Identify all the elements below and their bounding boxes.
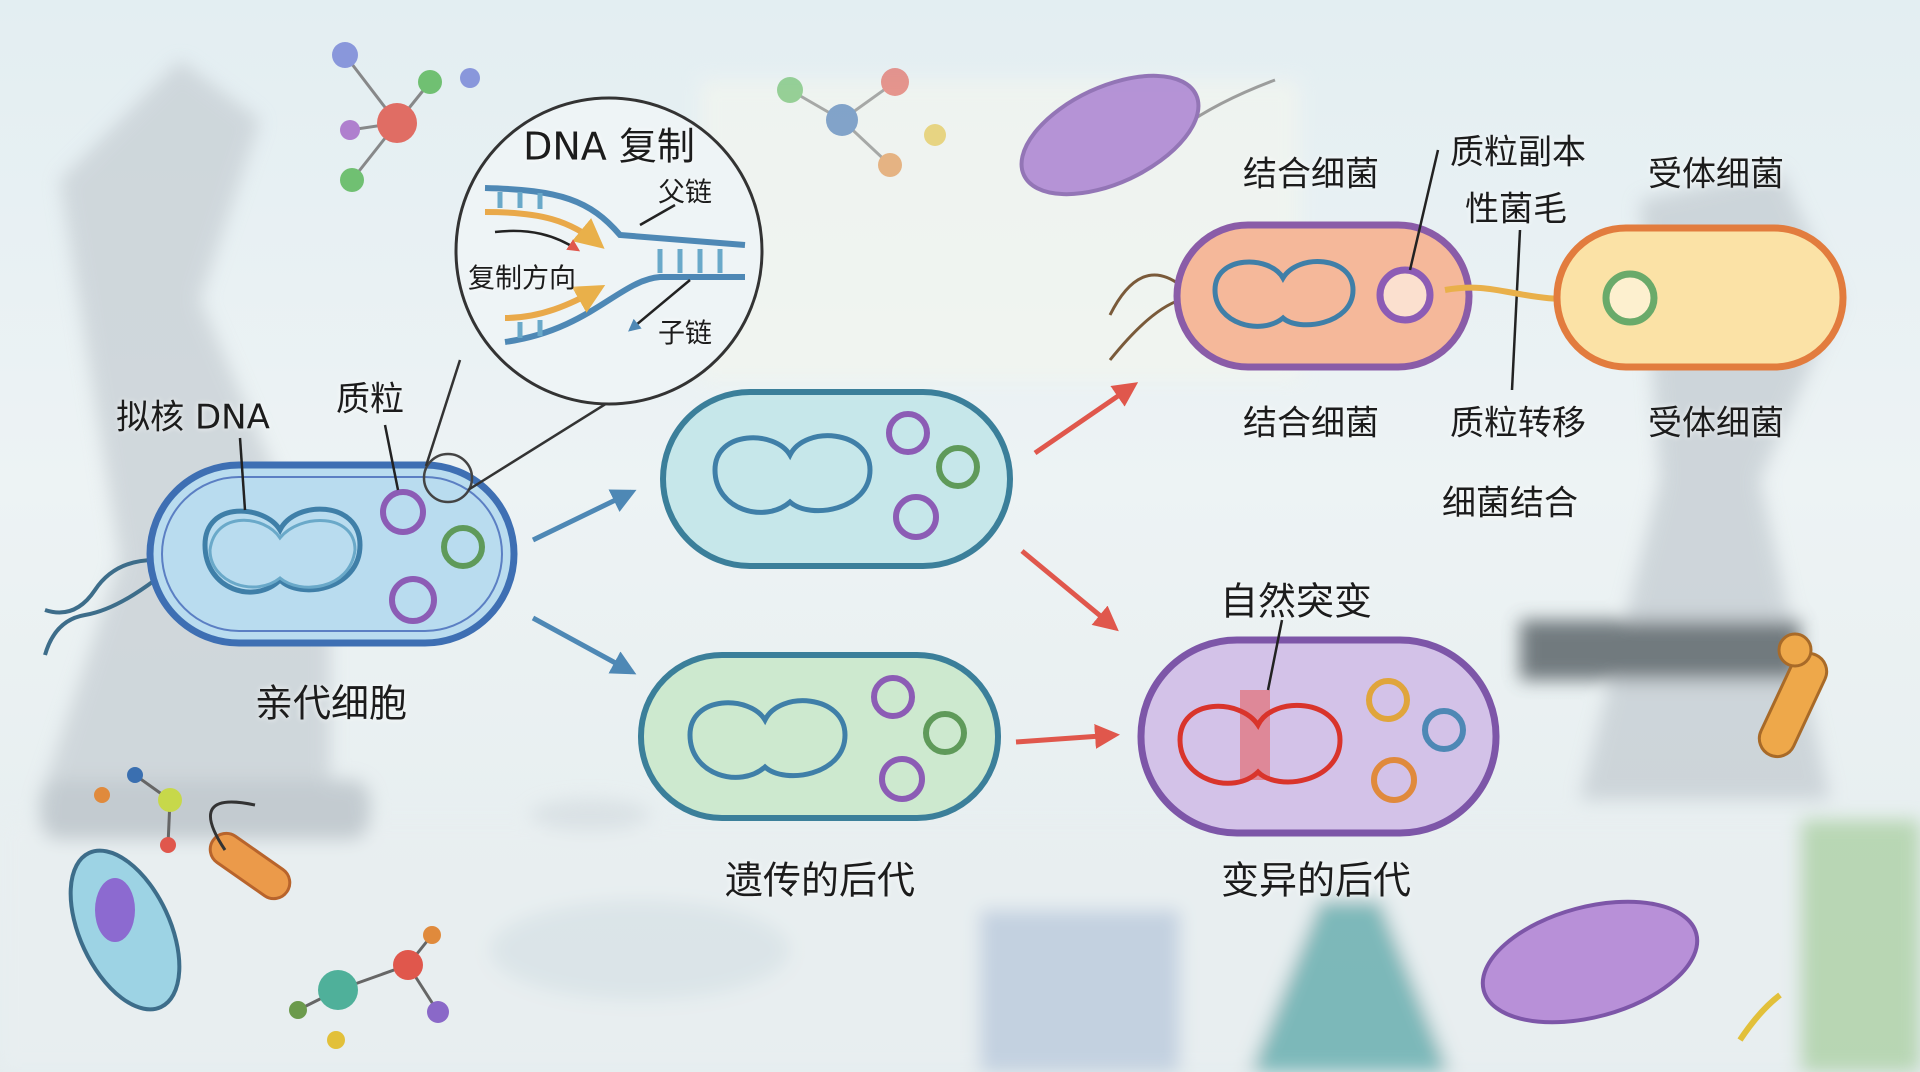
recipient-label-top: 受体细菌 <box>1648 154 1784 195</box>
donor-cell <box>1108 149 1522 391</box>
arrow-top-to-conjugation <box>1033 382 1139 456</box>
molecule-icon <box>94 767 182 853</box>
recipient-cell <box>1553 224 1847 371</box>
offspring-cell-top <box>660 389 1013 569</box>
offspring-cell-inherited <box>638 652 1001 821</box>
bacterium-decoration <box>68 800 292 1012</box>
nucleoid-label: 拟核 DNA <box>116 397 270 438</box>
petri-dish <box>490 900 790 1000</box>
lab-background <box>0 60 1920 1072</box>
molecule-icon <box>289 926 449 1049</box>
arrow-bottom-to-mutant <box>1015 723 1120 749</box>
nucleoid-dna <box>202 506 363 595</box>
conjugation-caption: 细菌结合 <box>1442 483 1578 524</box>
parent-strand-label: 父链 <box>658 177 712 209</box>
plasmid <box>380 489 426 535</box>
daughter-strand-label: 子链 <box>658 318 712 350</box>
arrow-parent-to-top <box>531 489 637 543</box>
recipient-label-bottom: 受体细菌 <box>1648 403 1784 444</box>
inherited-offspring-label: 遗传的后代 <box>724 858 916 903</box>
parent-strand <box>484 185 746 248</box>
pilus-label: 性菌毛 <box>1465 189 1567 230</box>
donor-label-bottom: 结合细菌 <box>1243 403 1379 444</box>
zoom-indicator <box>422 452 474 504</box>
daughter-strand <box>504 285 606 321</box>
bacterium-decoration <box>1480 632 1829 1042</box>
plasmid <box>389 576 437 624</box>
molecule-icon <box>332 42 480 192</box>
mutated-dna <box>1177 702 1343 786</box>
arrow-top-to-mutant <box>1020 549 1119 632</box>
arrow-parent-to-bottom <box>531 615 637 675</box>
bacterium-decoration <box>1019 73 1276 197</box>
mutation-label: 自然突变 <box>1219 579 1373 624</box>
mutant-cell <box>1137 619 1500 837</box>
direction-arrow <box>494 229 581 252</box>
direction-label: 复制方向 <box>468 263 576 295</box>
parent-cell-label: 亲代细胞 <box>254 681 408 726</box>
donor-label-top: 结合细菌 <box>1243 154 1379 195</box>
plasmid-label: 质粒 <box>336 379 404 420</box>
plasmid <box>441 525 485 569</box>
molecule-icon <box>777 68 946 177</box>
parent-cell <box>43 424 518 656</box>
inset-title: DNA 复制 <box>523 124 695 169</box>
flask <box>1250 900 1450 1072</box>
beaker <box>980 910 1180 1072</box>
plasmid-transfer-label: 质粒转移 <box>1450 403 1586 444</box>
plasmid-copy-label: 质粒副本 <box>1450 132 1586 173</box>
daughter-strand <box>484 209 605 249</box>
replication-inset <box>424 96 764 492</box>
mutant-offspring-label: 变异的后代 <box>1220 858 1412 903</box>
